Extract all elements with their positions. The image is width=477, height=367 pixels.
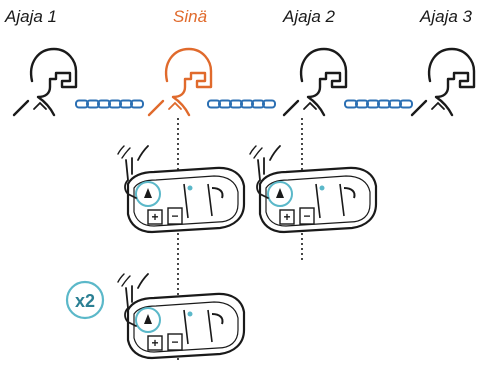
minus-button xyxy=(167,207,183,225)
headset-device-2: + − xyxy=(258,166,378,234)
minus-button xyxy=(299,207,315,225)
press-button xyxy=(144,188,152,198)
helmet-icon-you xyxy=(147,47,213,117)
plus-label: + xyxy=(283,210,290,224)
plus-button xyxy=(279,209,295,225)
plus-label: + xyxy=(151,210,158,224)
press-button-highlight xyxy=(267,181,293,207)
chain-link-2 xyxy=(207,99,276,109)
chain-link-1 xyxy=(75,99,144,109)
helmet-icon-rider-2 xyxy=(282,47,348,117)
multiplier-label: x2 xyxy=(75,291,95,311)
press-button-highlight xyxy=(135,181,161,207)
plus-label: + xyxy=(151,336,158,350)
press-twice-badge: x2 xyxy=(65,280,105,320)
plus-button xyxy=(147,209,163,225)
headset-device-1: + − xyxy=(126,166,246,234)
press-button xyxy=(276,188,284,198)
minus-label: − xyxy=(171,335,178,349)
plus-button xyxy=(147,335,163,351)
minus-label: − xyxy=(171,209,178,223)
press-button-highlight xyxy=(135,307,161,333)
helmet-icon-rider-3 xyxy=(410,47,476,117)
chain-link-3 xyxy=(344,99,413,109)
helmet-icon-rider-1 xyxy=(12,47,78,117)
minus-button xyxy=(167,333,183,351)
press-button xyxy=(144,314,152,324)
minus-label: − xyxy=(303,209,310,223)
rider-label-you: Sinä xyxy=(173,7,208,26)
rider-label-1: Ajaja 1 xyxy=(5,7,57,26)
rider-label-2: Ajaja 2 xyxy=(283,7,335,26)
rider-label-3: Ajaja 3 xyxy=(420,7,472,26)
headset-device-3: + − xyxy=(126,292,246,360)
